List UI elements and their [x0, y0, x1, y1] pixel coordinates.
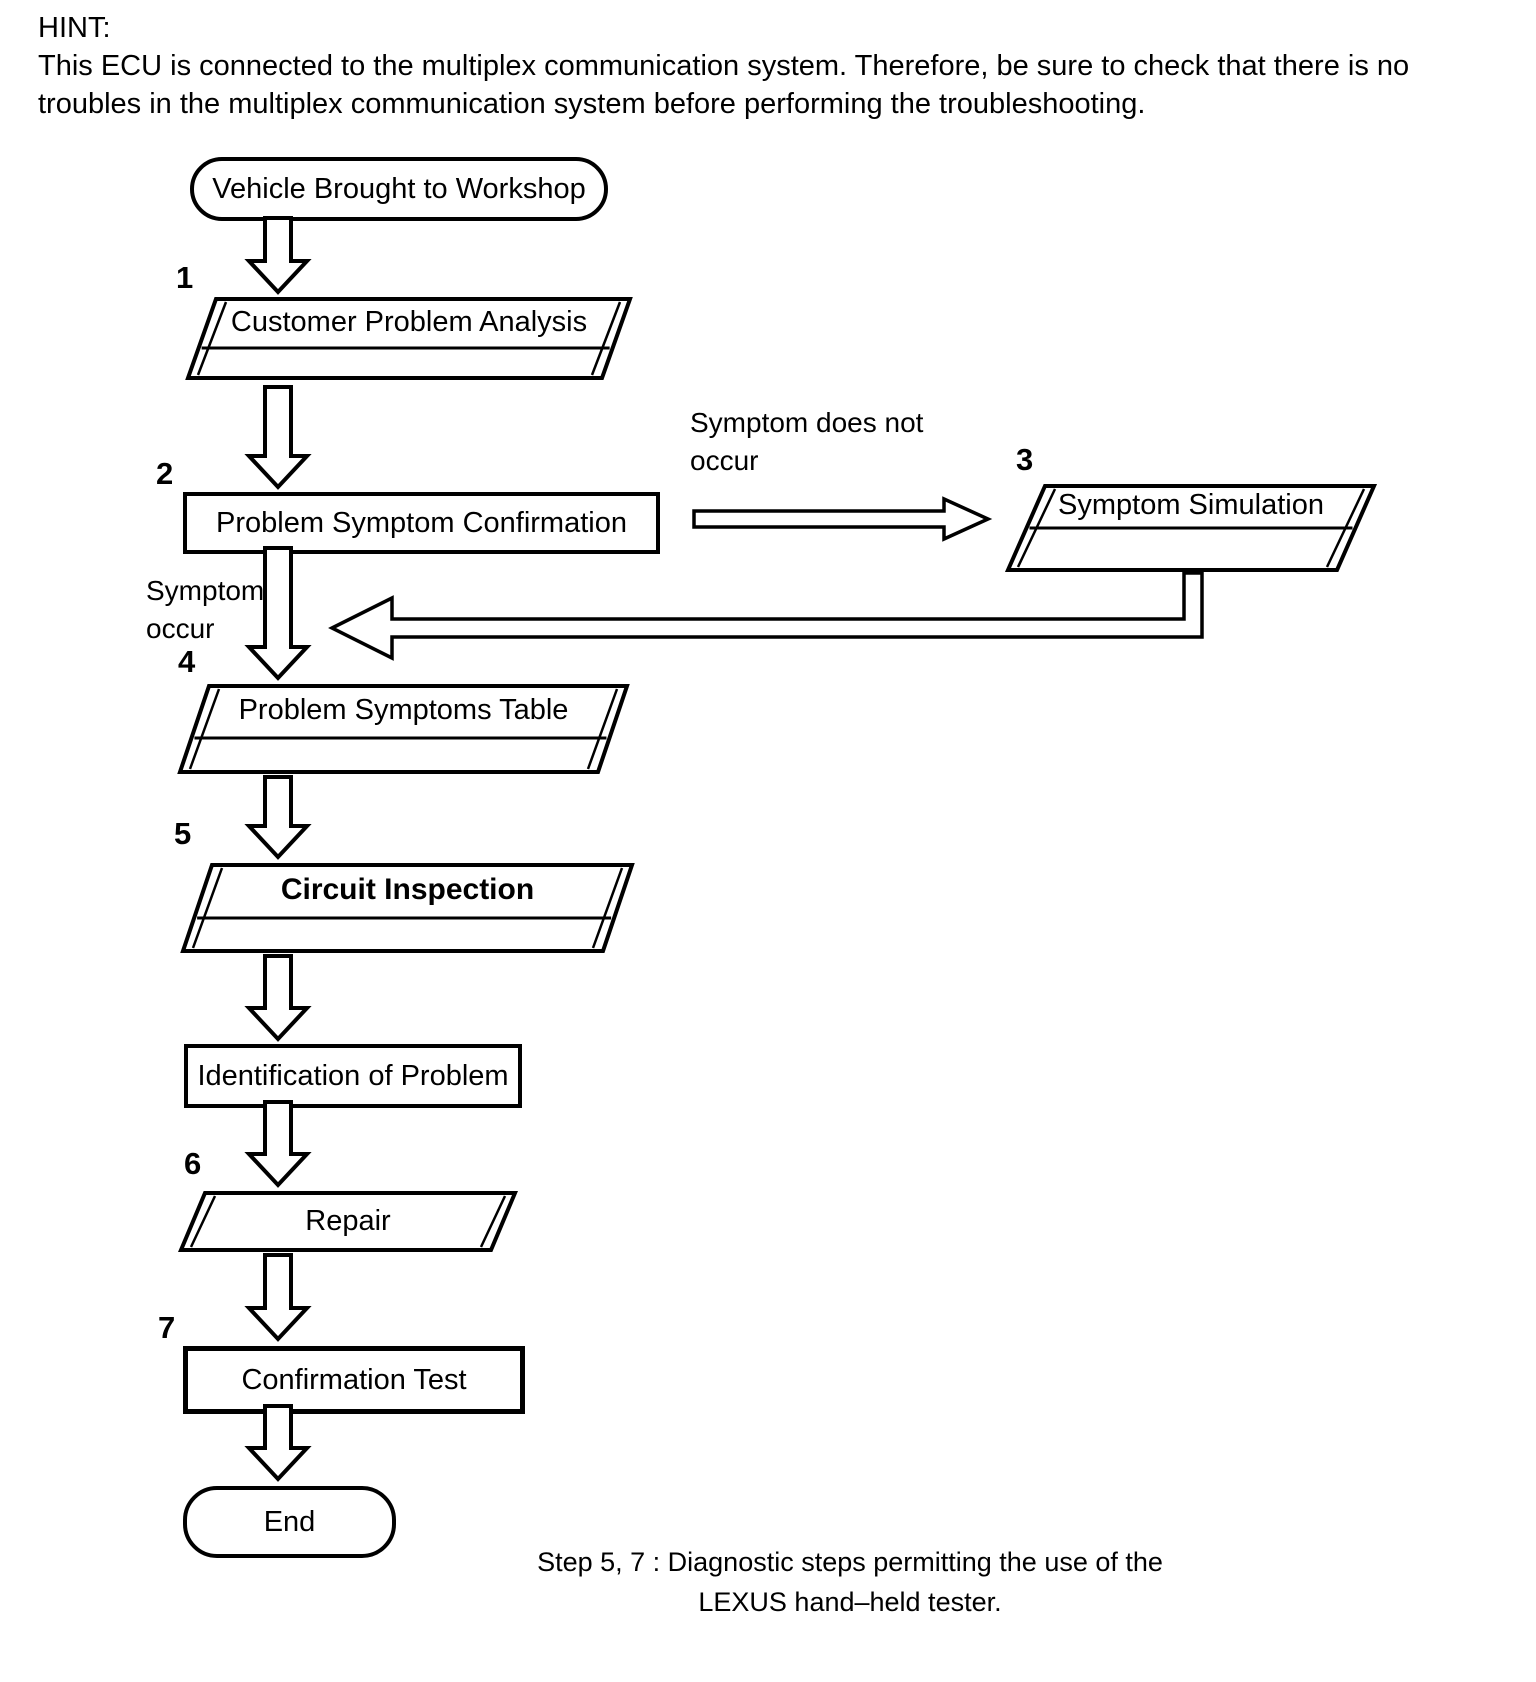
step-number-3: 3: [1016, 442, 1034, 477]
branch-symptom-line2: occur: [146, 613, 215, 644]
step2-label: Problem Symptom Confirmation: [216, 506, 627, 539]
step6-shape: [178, 1191, 518, 1252]
step3-label: Symptom Simulation: [1058, 489, 1324, 521]
step-number-6: 6: [184, 1146, 202, 1181]
step5-shape: [180, 863, 635, 953]
arrow-step5-to-identification: [244, 954, 312, 1042]
identification-label: Identification of Problem: [197, 1059, 509, 1092]
identification-box: Identification of Problem: [184, 1044, 522, 1108]
step5-label: Circuit Inspection: [280, 873, 535, 906]
start-node: Vehicle Brought to Workshop: [190, 157, 608, 221]
return-arrow-step3-to-step4: [328, 571, 1204, 661]
arrow-step7-to-end: [244, 1404, 312, 1482]
step2-box: Problem Symptom Confirmation: [183, 492, 660, 554]
arrow-step2-to-step4: [244, 546, 312, 681]
step1-label: Customer Problem Analysis: [230, 305, 588, 338]
arrow-step6-to-step7: [244, 1253, 312, 1342]
arrow-start-to-step1: [244, 216, 312, 295]
hint-line-1: This ECU is connected to the multiplex c…: [38, 50, 1410, 82]
step-number-7: 7: [158, 1310, 176, 1345]
step-number-5: 5: [174, 816, 192, 851]
caption-line-1: Step 5, 7 : Diagnostic steps permitting …: [537, 1547, 1163, 1577]
step7-box: Confirmation Test: [183, 1346, 525, 1414]
end-node: End: [183, 1486, 396, 1558]
step3-parallelogram: Symptom Simulation: [1005, 483, 1377, 573]
step-number-1: 1: [176, 260, 194, 295]
step7-label: Confirmation Test: [241, 1363, 467, 1396]
start-label: Vehicle Brought to Workshop: [212, 172, 586, 205]
hint-label: HINT:: [38, 12, 111, 44]
end-label: End: [263, 1505, 316, 1538]
step5-parallelogram: Circuit Inspection: [180, 862, 635, 954]
branch-no-symptom-line1: Symptom does not: [690, 407, 924, 438]
step1-shape: [185, 297, 633, 380]
step1-parallelogram: Customer Problem Analysis: [185, 296, 633, 381]
step-number-4: 4: [178, 644, 196, 679]
caption: Step 5, 7 : Diagnostic steps permitting …: [480, 1542, 1220, 1622]
step-number-2: 2: [156, 456, 174, 491]
arrow-identification-to-step6: [244, 1100, 312, 1188]
step4-parallelogram: Problem Symptoms Table: [177, 683, 630, 775]
step4-label: Problem Symptoms Table: [238, 694, 569, 726]
branch-symptom-line1: Symptom: [146, 575, 265, 606]
step3-shape: [1005, 484, 1377, 572]
step6-label: Repair: [305, 1205, 391, 1237]
arrow-step4-to-step5: [244, 775, 312, 860]
hint-line-2: troubles in the multiplex communication …: [38, 88, 1146, 120]
step6-parallelogram: Repair: [178, 1190, 518, 1253]
arrow-step1-to-step2: [244, 385, 312, 490]
caption-line-2: LEXUS hand–held tester.: [698, 1587, 1002, 1617]
step4-shape: [177, 684, 630, 774]
arrow-step2-to-step3: [692, 496, 993, 542]
branch-no-symptom-line2: occur: [690, 445, 759, 476]
